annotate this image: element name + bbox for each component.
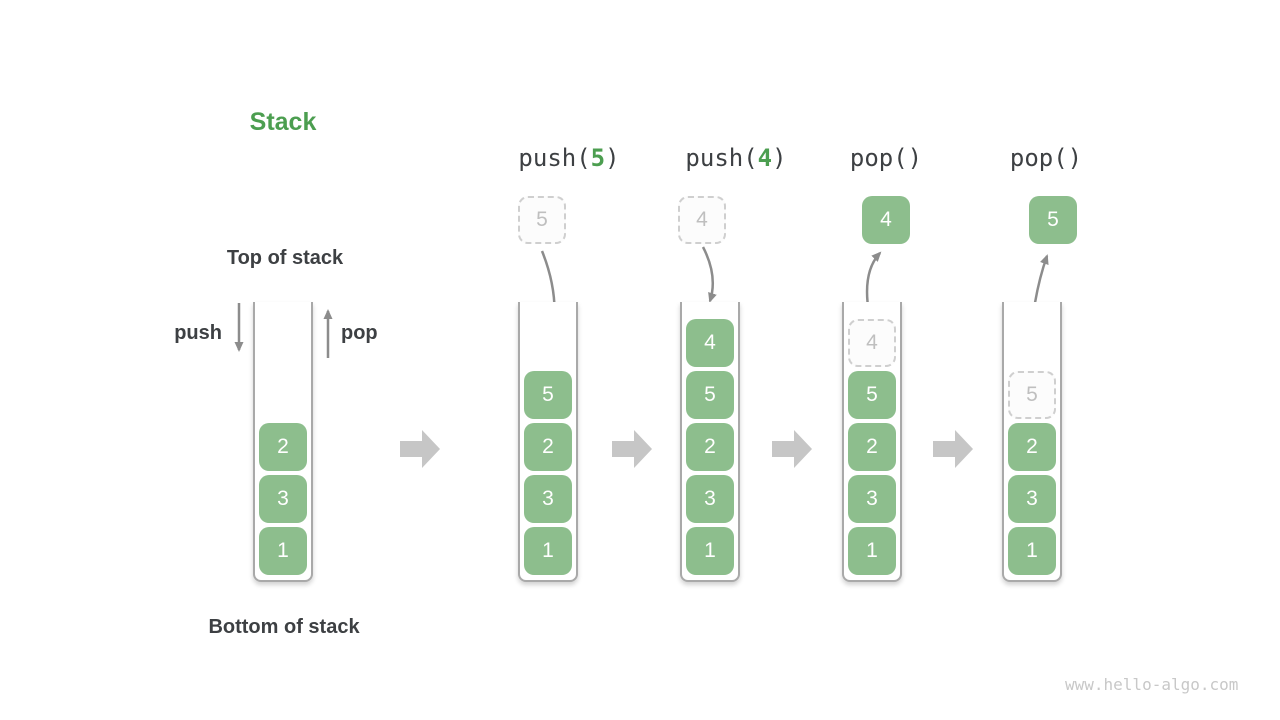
push-direction-label: push	[174, 322, 222, 344]
stack-element-box: 2	[848, 423, 896, 471]
stack-element-box: 1	[848, 527, 896, 575]
stack-element-box: 1	[259, 527, 307, 575]
stack-element-box: 2	[524, 423, 572, 471]
stack-element-box: 3	[686, 475, 734, 523]
ghost-element-box: 4	[848, 319, 896, 367]
operation-label-text: )	[605, 144, 620, 172]
operation-label-after-push-4: push(4)	[685, 146, 786, 170]
diagram-title: Stack	[249, 108, 317, 136]
stack-element-box: 2	[1008, 423, 1056, 471]
bottom-of-stack-label: Bottom of stack	[208, 616, 360, 638]
ghost-element-box-floating: 4	[678, 196, 726, 244]
stack-element-box: 3	[848, 475, 896, 523]
operation-label-text: pop()	[849, 144, 923, 172]
stack-element-box-floating: 4	[862, 196, 910, 244]
stack-element-box: 2	[686, 423, 734, 471]
operation-label-argument: 4	[757, 144, 773, 172]
stack-element-box: 1	[524, 527, 572, 575]
watermark: www.hello-algo.com	[1065, 675, 1239, 694]
operation-label-text: )	[772, 144, 787, 172]
stack-element-box-floating: 5	[1029, 196, 1077, 244]
next-step-arrow-icon	[772, 430, 812, 468]
ghost-element-box-floating: 5	[518, 196, 566, 244]
stack-element-box: 2	[259, 423, 307, 471]
stack-element-box: 3	[524, 475, 572, 523]
ghost-element-box: 5	[1008, 371, 1056, 419]
push-4-flow-arrow-icon	[701, 246, 717, 303]
pop-direction-label: pop	[341, 322, 378, 344]
stack-element-box: 3	[1008, 475, 1056, 523]
operation-label-text: pop()	[1009, 144, 1083, 172]
operation-label-text: push(	[685, 144, 758, 172]
stack-element-box: 5	[524, 371, 572, 419]
stack-element-box: 3	[259, 475, 307, 523]
next-step-arrow-icon	[933, 430, 973, 468]
operation-label-after-pop-returns-4: pop()	[850, 146, 922, 170]
stack-element-box: 4	[686, 319, 734, 367]
next-step-arrow-icon	[612, 430, 652, 468]
top-of-stack-label: Top of stack	[226, 247, 344, 269]
operation-label-text: push(	[518, 144, 591, 172]
stack-element-box: 5	[848, 371, 896, 419]
stack-element-box: 1	[686, 527, 734, 575]
stack-element-box: 1	[1008, 527, 1056, 575]
operation-label-argument: 5	[590, 144, 606, 172]
stack-element-box: 5	[686, 371, 734, 419]
operation-label-after-pop-returns-5: pop()	[1010, 146, 1082, 170]
operation-label-after-push-5: push(5)	[518, 146, 619, 170]
next-step-arrow-icon	[400, 430, 440, 468]
